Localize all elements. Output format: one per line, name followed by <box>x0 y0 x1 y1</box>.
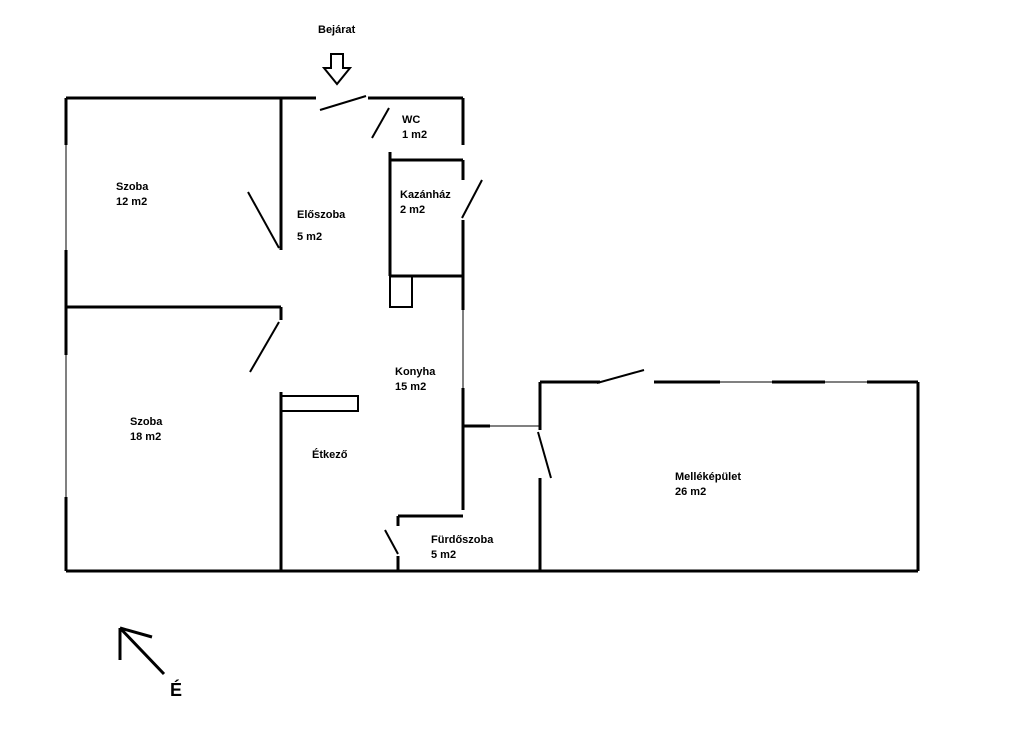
room-name: Konyha <box>395 366 436 378</box>
room-area: 26 m2 <box>675 486 707 498</box>
room-name: Kazánház <box>400 189 451 201</box>
room-label-konyha: Konyha 15 m2 <box>395 365 435 395</box>
compass-label: É <box>170 680 183 700</box>
main-house-walls <box>64 96 542 573</box>
room-name: Előszoba <box>297 209 346 221</box>
north-arrow-icon <box>118 626 166 676</box>
entrance-arrow-icon <box>321 53 353 86</box>
room-label-wc: WC 1 m2 <box>402 113 427 143</box>
room-label-szoba-12: Szoba 12 m2 <box>116 180 148 210</box>
doors <box>247 95 645 555</box>
room-name: Melléképület <box>675 471 742 483</box>
room-area: 18 m2 <box>130 431 162 443</box>
room-label-eloszoba: Előszoba 5 m2 <box>297 204 345 248</box>
room-area: 5 m2 <box>431 549 457 561</box>
room-label-kazanhaz: Kazánház 2 m2 <box>400 188 451 218</box>
room-name: WC <box>402 114 421 126</box>
entrance-label: Bejárat <box>318 24 356 36</box>
room-area: 12 m2 <box>116 196 148 208</box>
room-area: 15 m2 <box>395 381 427 393</box>
room-label-etkezo: Étkező <box>312 448 347 463</box>
room-area: 5 m2 <box>297 231 323 243</box>
room-label-szoba-18: Szoba 18 m2 <box>130 415 162 445</box>
room-area: 2 m2 <box>400 204 426 216</box>
room-name: Szoba <box>130 416 163 428</box>
room-name: Étkező <box>312 449 348 461</box>
room-name: Fürdőszoba <box>431 534 494 546</box>
room-label-mellekepulet: Melléképület 26 m2 <box>675 470 741 500</box>
outbuilding-walls <box>540 380 920 573</box>
room-label-furdoszoba: Fürdőszoba 5 m2 <box>431 533 493 563</box>
room-name: Szoba <box>116 181 149 193</box>
room-area: 1 m2 <box>402 129 428 141</box>
